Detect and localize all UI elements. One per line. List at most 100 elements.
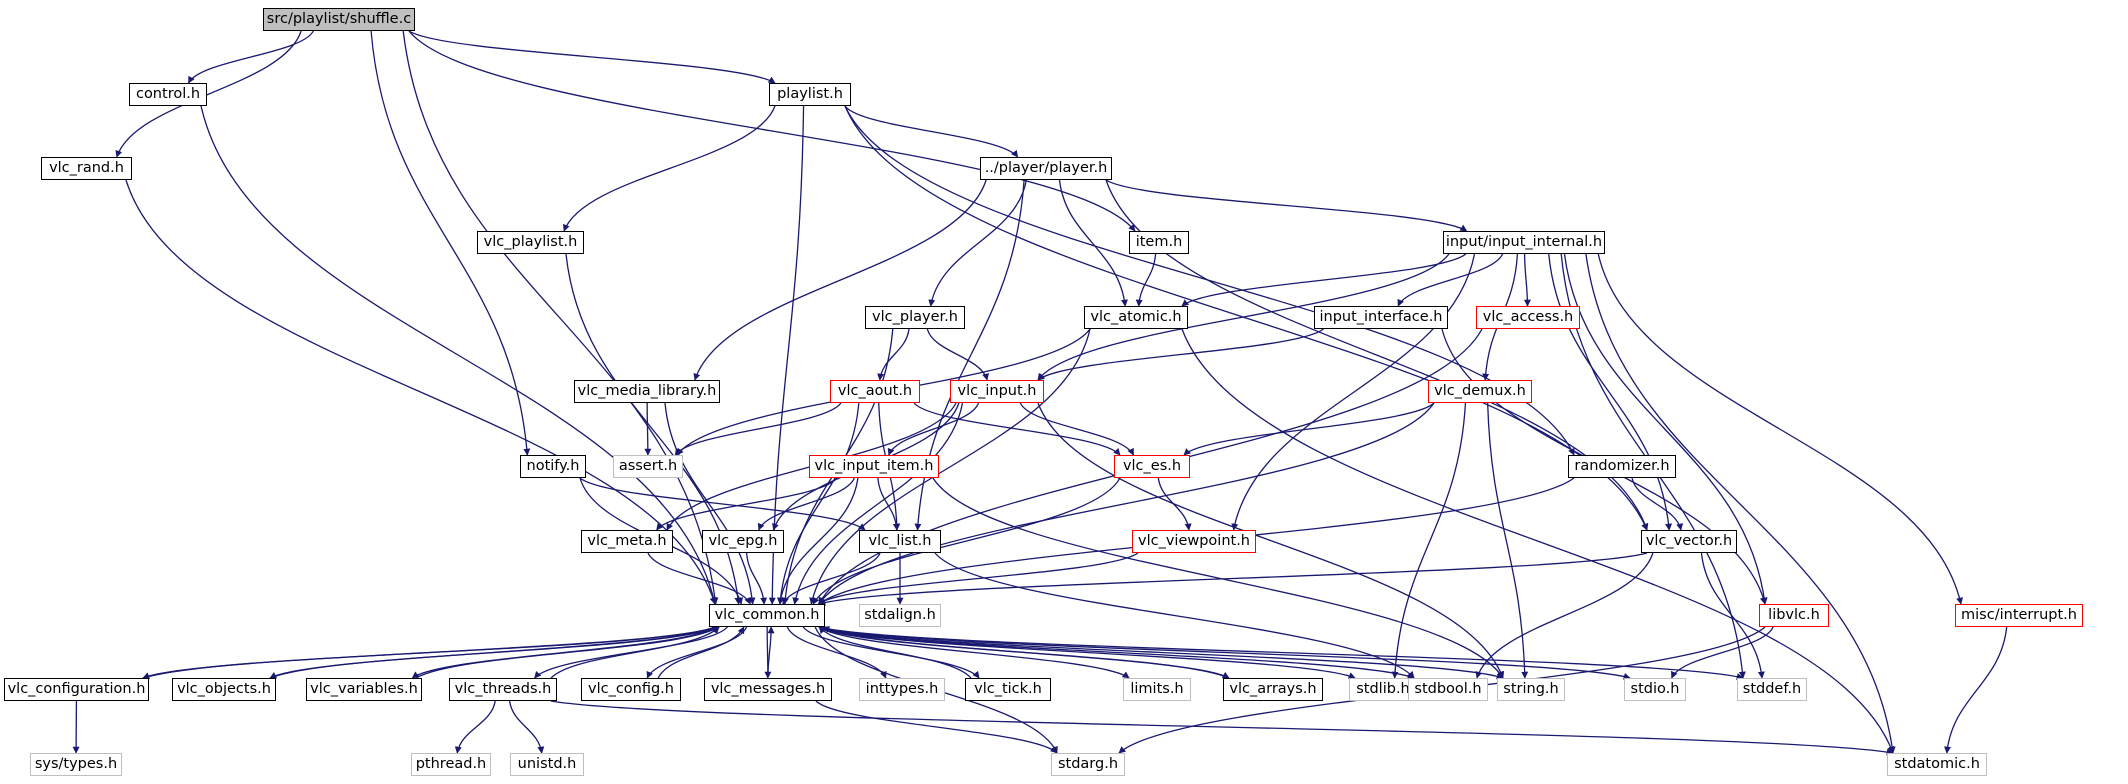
edge-vlc-common-h-to-vlc-threads-h: [534, 626, 728, 679]
node-vlc-input-h[interactable]: vlc_input.h: [950, 380, 1044, 403]
node-vlc-config-h[interactable]: vlc_config.h: [581, 678, 681, 701]
node-stddef-h[interactable]: stddef.h: [1737, 678, 1807, 701]
edge-vlc-tick-h-to-vlc-common-h: [818, 626, 972, 679]
edge-player-player-h-to-vlc-media-library-h: [693, 179, 987, 381]
edge-vlc-input-item-h-to-vlc-meta-h: [656, 477, 838, 531]
node-player-player-h[interactable]: ../player/player.h: [980, 157, 1112, 180]
node-vlc-media-library-h[interactable]: vlc_media_library.h: [574, 380, 720, 403]
edge-vlc-list-h-to-vlc-common-h: [782, 552, 881, 605]
edge-player-player-h-to-vlc-player-h: [928, 179, 1027, 307]
edge-vlc-atomic-h-to-stdatomic-h: [1181, 328, 1895, 754]
edge-vlc-input-item-h-to-vlc-epg-h: [757, 477, 855, 531]
edge-vlc-aout-h-to-assert-h: [674, 402, 842, 456]
edge-input-input-internal-h-to-input-interface-h: [1397, 253, 1504, 307]
edge-vlc-epg-h-to-vlc-common-h: [745, 552, 768, 605]
node-stdarg-h[interactable]: stdarg.h: [1051, 753, 1125, 776]
node-playlist-h[interactable]: playlist.h: [769, 83, 851, 106]
node-vlc-tick-h[interactable]: vlc_tick.h: [965, 678, 1051, 701]
node-stdbool-h[interactable]: stdbool.h: [1408, 678, 1488, 701]
node-vlc-input-item-h[interactable]: vlc_input_item.h: [809, 455, 939, 478]
node-vlc-viewpoint-h[interactable]: vlc_viewpoint.h: [1132, 530, 1256, 553]
node-input-interface-h[interactable]: input_interface.h: [1314, 306, 1448, 329]
edge-shuffle-c-to-playlist-h: [408, 30, 776, 84]
edge-vlc-input-h-to-vlc-input-item-h: [887, 402, 980, 456]
node-stdalign-h[interactable]: stdalign.h: [859, 604, 941, 627]
edge-vlc-threads-h-to-pthread-h: [454, 700, 496, 754]
edge-vlc-viewpoint-h-to-vlc-common-h: [817, 552, 1139, 605]
edge-vlc-demux-h-to-vlc-es-h: [1183, 402, 1435, 456]
node-stdio-h[interactable]: stdio.h: [1624, 678, 1686, 701]
edge-vlc-threads-h-to-stdatomic-h: [550, 700, 1894, 756]
node-vlc-arrays-h[interactable]: vlc_arrays.h: [1223, 678, 1323, 701]
node-vlc-es-h[interactable]: vlc_es.h: [1114, 455, 1190, 478]
node-vlc-player-h[interactable]: vlc_player.h: [865, 306, 965, 329]
edge-shuffle-c-to-notify-h: [370, 30, 531, 456]
node-vlc-access-h[interactable]: vlc_access.h: [1476, 306, 1580, 329]
node-notify-h[interactable]: notify.h: [520, 455, 586, 478]
edge-vlc-config-h-to-vlc-common-h: [657, 626, 745, 679]
edge-input-input-internal-h-to-vlc-viewpoint-h: [1231, 253, 1476, 531]
node-vlc-variables-h[interactable]: vlc_variables.h: [306, 678, 422, 701]
node-vlc-epg-h[interactable]: vlc_epg.h: [702, 530, 784, 553]
node-inttypes-h[interactable]: inttypes.h: [859, 678, 945, 701]
edge-player-player-h-to-input-input-internal-h: [1105, 179, 1468, 232]
edge-randomizer-h-to-vlc-vector-h: [1631, 477, 1684, 531]
node-stdlib-h[interactable]: stdlib.h: [1349, 678, 1417, 701]
node-randomizer-h[interactable]: randomizer.h: [1568, 455, 1676, 478]
node-vlc-threads-h[interactable]: vlc_threads.h: [449, 678, 557, 701]
edge-vlc-meta-h-to-vlc-common-h: [647, 552, 751, 605]
node-shuffle-c[interactable]: src/playlist/shuffle.c: [263, 8, 415, 31]
edge-vlc-media-library-h-to-vlc-common-h: [664, 402, 756, 605]
edge-playlist-h-to-vlc-playlist-h: [562, 105, 776, 232]
edge-vlc-common-h-to-stdio-h: [818, 626, 1631, 680]
node-stdatomic-h[interactable]: stdatomic.h: [1887, 753, 1987, 776]
node-sys-types-h[interactable]: sys/types.h: [30, 753, 122, 776]
node-vlc-common-h[interactable]: vlc_common.h: [709, 604, 825, 627]
edge-player-player-h-to-vlc-atomic-h: [1058, 179, 1128, 307]
node-vlc-configuration-h[interactable]: vlc_configuration.h: [4, 678, 149, 701]
node-item-h[interactable]: item.h: [1129, 231, 1189, 254]
node-control-h[interactable]: control.h: [129, 83, 207, 106]
node-pthread-h[interactable]: pthread.h: [411, 753, 491, 776]
node-vlc-list-h[interactable]: vlc_list.h: [859, 530, 941, 553]
node-vlc-meta-h[interactable]: vlc_meta.h: [581, 530, 673, 553]
edge-vlc-list-h-to-stdbool-h: [934, 552, 1415, 679]
node-misc-interrupt-h[interactable]: misc/interrupt.h: [1955, 604, 2083, 627]
node-vlc-rand-h[interactable]: vlc_rand.h: [41, 157, 132, 180]
edge-vlc-messages-h-to-vlc-common-h: [767, 626, 775, 679]
edge-vlc-common-h-to-string-h: [818, 626, 1504, 680]
node-vlc-vector-h[interactable]: vlc_vector.h: [1641, 530, 1737, 553]
node-vlc-aout-h[interactable]: vlc_aout.h: [830, 380, 920, 403]
node-assert-h[interactable]: assert.h: [613, 455, 683, 478]
edge-vlc-rand-h-to-vlc-common-h: [125, 179, 717, 605]
node-vlc-messages-h[interactable]: vlc_messages.h: [704, 678, 832, 701]
edge-control-h-to-vlc-common-h: [200, 105, 717, 605]
edge-input-input-internal-h-to-vlc-atomic-h: [1181, 253, 1467, 307]
edge-shuffle-c-to-vlc-common-h: [402, 30, 719, 605]
node-libvlc-h[interactable]: libvlc.h: [1759, 604, 1829, 627]
edge-vlc-vector-h-to-stddef-h: [1700, 552, 1765, 679]
node-input-internal-h[interactable]: input/input_internal.h: [1443, 231, 1605, 254]
node-limits-h[interactable]: limits.h: [1123, 678, 1191, 701]
edge-input-input-internal-h-to-stdatomic-h: [1585, 253, 1896, 754]
edge-vlc-common-h-to-vlc-tick-h: [802, 626, 980, 679]
node-vlc-demux-h[interactable]: vlc_demux.h: [1428, 380, 1532, 403]
edge-input-input-internal-h-to-misc-interrupt-h: [1597, 253, 1963, 605]
node-unistd-h[interactable]: unistd.h: [510, 753, 584, 776]
edge-vlc-es-h-to-vlc-common-h: [812, 477, 1121, 605]
edge-vlc-es-h-to-vlc-viewpoint-h: [1157, 477, 1192, 531]
node-vlc-atomic-h[interactable]: vlc_atomic.h: [1084, 306, 1188, 329]
edge-shuffle-c-to-control-h: [187, 30, 314, 84]
edge-vlc-media-library-h-to-assert-h: [644, 402, 652, 456]
edge-vlc-common-h-to-limits-h: [818, 626, 1130, 679]
edge-vlc-player-h-to-vlc-aout-h: [877, 328, 910, 381]
edge-vlc-configuration-h-to-vlc-common-h: [142, 625, 720, 679]
edge-misc-interrupt-h-to-stdatomic-h: [1944, 626, 2008, 754]
edge-vlc-input-h-to-vlc-es-h: [1019, 402, 1134, 456]
node-vlc-playlist-h[interactable]: vlc_playlist.h: [477, 231, 584, 254]
node-string-h[interactable]: string.h: [1497, 678, 1565, 701]
node-vlc-objects-h[interactable]: vlc_objects.h: [172, 678, 276, 701]
edge-vlc-input-item-h-to-vlc-list-h: [877, 477, 900, 531]
edge-input-input-internal-h-to-vlc-access-h: [1523, 253, 1531, 307]
